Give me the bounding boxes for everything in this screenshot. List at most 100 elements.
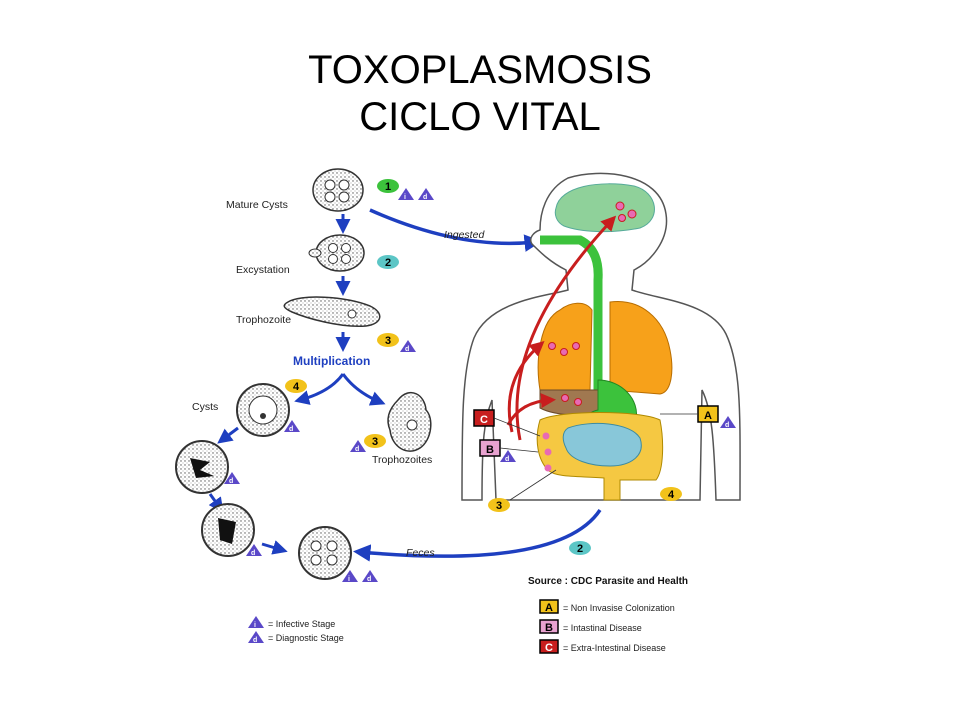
svg-text:B: B bbox=[486, 444, 494, 456]
mature-cysts-label: Mature Cysts bbox=[226, 199, 288, 211]
svg-text:2: 2 bbox=[577, 543, 583, 555]
arrow-to-cysts bbox=[294, 373, 345, 405]
liver-lesion-1 bbox=[561, 394, 569, 402]
diagnostic-marker-3: d bbox=[400, 340, 416, 353]
brain bbox=[554, 183, 655, 233]
stage-1-badge: 1 bbox=[377, 179, 399, 193]
legend-c: C = Extra-Intestinal Disease bbox=[539, 639, 666, 654]
diagnostic-marker-cyst3: d bbox=[246, 544, 262, 557]
svg-text:2: 2 bbox=[385, 257, 391, 269]
svg-text:3: 3 bbox=[385, 335, 391, 347]
svg-text:= Extra-Intestinal Disease: = Extra-Intestinal Disease bbox=[563, 643, 666, 653]
legend-b: B = Intastinal Disease bbox=[539, 619, 642, 634]
lung-lesion-3 bbox=[572, 342, 580, 350]
multiplication-label: Multiplication bbox=[293, 354, 370, 368]
svg-text:B: B bbox=[545, 622, 553, 634]
svg-text:1: 1 bbox=[385, 181, 391, 193]
title-line-2: CICLO VITAL bbox=[359, 95, 601, 139]
arrow-cyst-3 bbox=[261, 540, 288, 555]
diagnostic-marker-a: d bbox=[720, 416, 736, 429]
esophagus bbox=[540, 235, 603, 400]
spread-to-liver-arrow bbox=[506, 393, 556, 426]
svg-text:= Intastinal Disease: = Intastinal Disease bbox=[563, 623, 642, 633]
mature-cyst-illustration bbox=[312, 168, 364, 212]
diagnostic-marker-cyst: d bbox=[284, 420, 300, 433]
svg-text:C: C bbox=[545, 642, 553, 654]
trophozoites-illustration bbox=[387, 391, 432, 452]
intestine-lesion-2 bbox=[544, 448, 552, 456]
brain-lesion-3 bbox=[618, 214, 626, 222]
excreted-cyst-illustration bbox=[298, 526, 352, 580]
trophozoite-illustration bbox=[283, 296, 381, 327]
ingested-label: Ingested bbox=[444, 229, 485, 241]
feces-label: Feces bbox=[406, 547, 435, 559]
diagnostic-marker-cyst2: d bbox=[224, 472, 240, 485]
stage-4-badge: 4 bbox=[285, 379, 307, 393]
body-stage-3-badge: 3 bbox=[488, 498, 510, 512]
stage-3-badge: 3 bbox=[377, 333, 399, 347]
legend-diagnostic-stage: d = Diagnostic Stage bbox=[248, 631, 344, 644]
intestine-lesion-1 bbox=[542, 432, 550, 440]
svg-text:d: d bbox=[289, 426, 293, 433]
diagnostic-marker-1: d bbox=[418, 188, 434, 201]
right-lung bbox=[609, 301, 673, 395]
svg-text:= Diagnostic Stage: = Diagnostic Stage bbox=[268, 633, 344, 643]
svg-text:C: C bbox=[480, 414, 488, 426]
svg-text:3: 3 bbox=[372, 436, 378, 448]
svg-text:4: 4 bbox=[293, 381, 300, 393]
diagnostic-marker-bottom: d bbox=[362, 570, 378, 583]
brain-lesion-1 bbox=[615, 201, 625, 211]
svg-text:4: 4 bbox=[668, 489, 675, 501]
svg-text:d: d bbox=[251, 550, 255, 557]
small-intestine bbox=[562, 422, 642, 467]
svg-text:= Non Invasise Colonization: = Non Invasise Colonization bbox=[563, 603, 675, 613]
infective-marker-bottom: i bbox=[342, 570, 358, 583]
body-stage-4-badge: 4 bbox=[660, 487, 682, 501]
svg-text:d: d bbox=[253, 637, 257, 644]
legend-a: A = Non Invasise Colonization bbox=[539, 599, 675, 614]
legend-infective-stage: i = Infective Stage bbox=[248, 616, 335, 629]
svg-text:d: d bbox=[505, 456, 509, 463]
svg-text:d: d bbox=[405, 346, 409, 353]
title-line-1: TOXOPLASMOSIS bbox=[308, 48, 652, 92]
svg-text:A: A bbox=[704, 410, 712, 422]
multinucleate-cyst-illustration bbox=[201, 503, 255, 557]
diagnostic-marker-b: d bbox=[500, 450, 516, 463]
trophozoite-label: Trophozoite bbox=[236, 314, 291, 326]
body-stage-2-badge: 2 bbox=[569, 541, 591, 555]
svg-text:d: d bbox=[367, 576, 371, 583]
brain-lesion-2 bbox=[627, 209, 637, 219]
svg-text:d: d bbox=[423, 194, 427, 201]
arrow-cyst-1 bbox=[217, 426, 239, 444]
svg-text:= Infective Stage: = Infective Stage bbox=[268, 619, 335, 629]
source-label: Source : CDC Parasite and Health bbox=[528, 576, 688, 587]
dividing-cyst-illustration bbox=[175, 440, 229, 494]
svg-text:i: i bbox=[404, 194, 406, 201]
svg-text:A: A bbox=[545, 602, 553, 614]
box-b-intestinal: B bbox=[479, 439, 501, 457]
box-c-extra-intestinal: C bbox=[473, 409, 495, 427]
infective-marker-1: i bbox=[398, 188, 414, 201]
stage-3-badge-troph: 3 bbox=[364, 434, 386, 448]
box-a-colonization: A bbox=[697, 405, 719, 423]
lung-lesion-2 bbox=[560, 348, 568, 356]
svg-text:i: i bbox=[348, 576, 350, 583]
feces-arrow bbox=[353, 509, 602, 562]
cysts-label: Cysts bbox=[192, 401, 218, 413]
excystation-label: Excystation bbox=[236, 264, 290, 276]
svg-text:i: i bbox=[254, 622, 256, 629]
intestine-lesion-3 bbox=[544, 464, 552, 472]
ingested-arrow bbox=[369, 208, 542, 252]
svg-text:d: d bbox=[229, 478, 233, 485]
excystation-illustration bbox=[308, 234, 365, 272]
stage-2-badge: 2 bbox=[377, 255, 399, 269]
lung-lesion-1 bbox=[548, 342, 556, 350]
diagnostic-marker-troph: d bbox=[350, 440, 366, 453]
svg-text:d: d bbox=[355, 446, 359, 453]
liver-lesion-2 bbox=[574, 398, 582, 406]
arrow-to-trophozoites bbox=[341, 373, 386, 406]
cyst-illustration bbox=[236, 383, 290, 437]
trophozoites-label: Trophozoites bbox=[372, 454, 432, 466]
svg-text:d: d bbox=[725, 422, 729, 429]
